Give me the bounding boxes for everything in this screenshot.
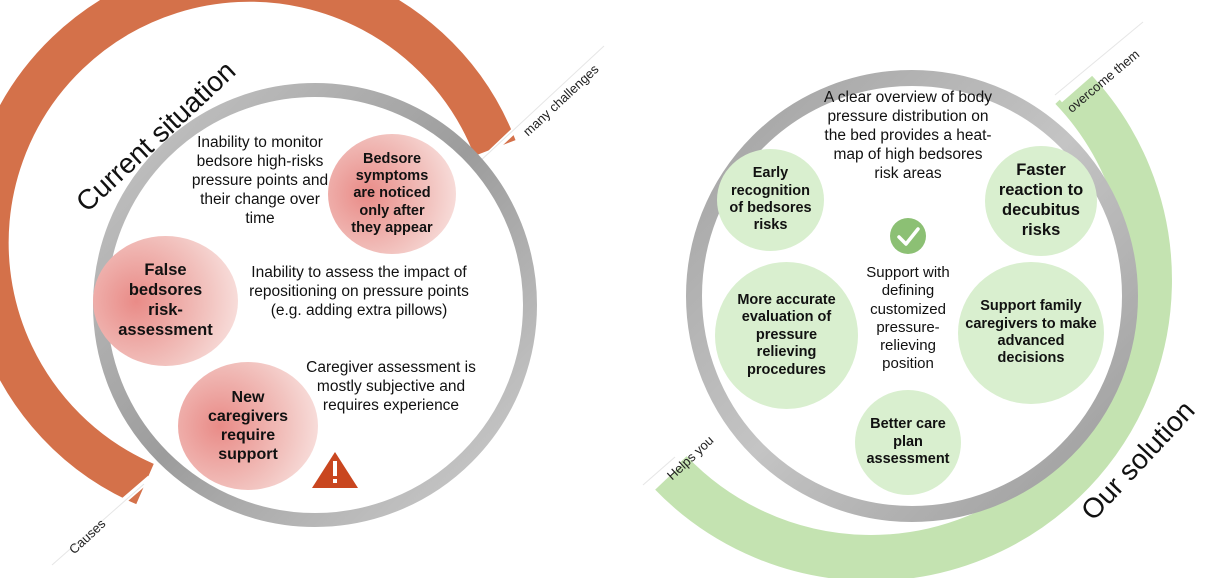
bubble-more-accurate: More accurate evaluation of pressure rel… bbox=[715, 262, 858, 409]
current-situation-band bbox=[0, 0, 516, 505]
bubble-false-assessment: False bedsores risk-assessment bbox=[93, 236, 238, 366]
bubble-early-recognition: Early recognition of bedsores risks bbox=[717, 149, 824, 251]
support-text: Support with defining customized pressur… bbox=[866, 264, 950, 373]
check-icon bbox=[890, 218, 926, 254]
bubble-faster-reaction: Faster reaction to decubitus risks bbox=[985, 146, 1097, 256]
separator-bottom-left bbox=[53, 475, 152, 563]
bubble-better-care-plan: Better care plan assessment bbox=[855, 390, 961, 495]
overview-text: A clear overview of body pressure distri… bbox=[823, 89, 992, 182]
assess-text: Inability to assess the impact of reposi… bbox=[249, 264, 469, 319]
bubble-bedsore-symptoms: Bedsore symptoms are noticed only after … bbox=[328, 134, 456, 254]
bubble-family-caregivers: Support family caregivers to make advanc… bbox=[958, 262, 1104, 404]
separator-bottom-right bbox=[637, 459, 683, 503]
our-solution-band bbox=[653, 72, 1172, 578]
caregiver-text: Caregiver assessment is mostly subjectiv… bbox=[306, 359, 476, 414]
separator-top-right bbox=[1058, 27, 1142, 103]
monitor-text: Inability to monitor bedsore high-risks … bbox=[191, 134, 329, 227]
warning-icon bbox=[312, 452, 358, 488]
bubble-new-caregivers: New caregivers require support bbox=[178, 362, 318, 490]
